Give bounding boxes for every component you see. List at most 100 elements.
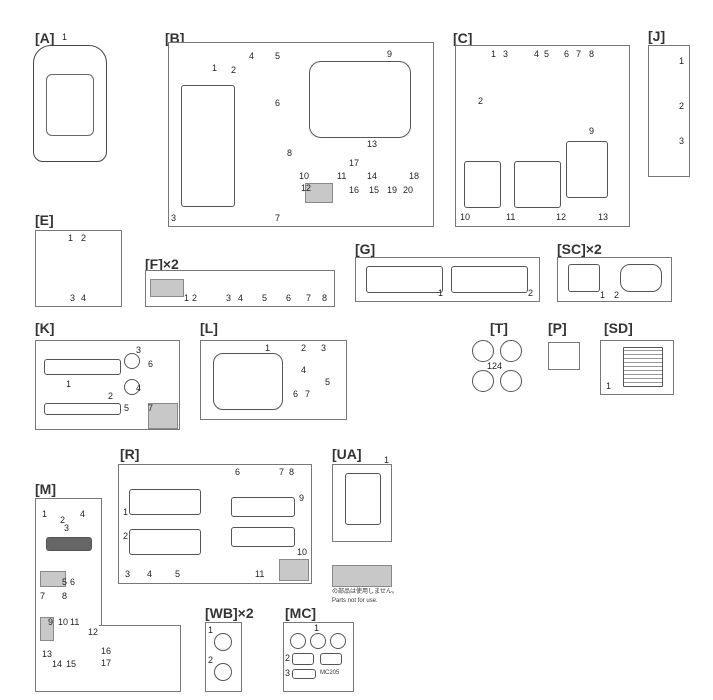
sprue-c-frame: 1 2 3 4 5 6 7 8 9 10 11 12 13	[455, 45, 630, 227]
part-number: 9	[299, 493, 305, 503]
window-part	[129, 489, 201, 515]
unused-part	[40, 617, 54, 641]
seat-part	[568, 264, 600, 292]
unused-part-legend-swatch	[332, 565, 392, 587]
part-number: 6	[293, 389, 299, 399]
sprue-e-frame: 1 2 3 4	[35, 230, 122, 307]
sprue-sd-frame: 1	[600, 340, 674, 395]
plate-part	[320, 653, 342, 665]
sprue-g-frame: 1 2	[355, 257, 540, 302]
part-number: 2	[108, 391, 114, 401]
part-number: 6	[235, 467, 241, 477]
part-number: 5	[62, 577, 68, 587]
plate-marking: MC205	[320, 670, 340, 676]
sprue-mc-frame: 1 2 3 MC205	[283, 622, 354, 692]
part-number: 7	[40, 591, 46, 601]
plate-part	[292, 669, 316, 679]
part-number: 1	[491, 49, 497, 59]
part-number: 2	[285, 653, 291, 663]
part-number: 19	[387, 185, 398, 195]
part-number: 2	[528, 288, 534, 298]
part-number: 6	[564, 49, 570, 59]
sprue-ua-frame	[332, 464, 392, 542]
part-number: 7	[279, 467, 285, 477]
part-number: 13	[42, 649, 53, 659]
sprue-r-frame: 1 2 3 4 5 6 7 8 9 10 11	[118, 464, 312, 584]
part-number: 1	[123, 507, 129, 517]
sprue-j-title: [J]	[648, 28, 666, 44]
hubcap-part	[310, 633, 326, 649]
sprue-e-title: [E]	[35, 212, 54, 228]
part-number: 1	[68, 233, 74, 243]
part-number: 7	[576, 49, 582, 59]
part-number: 15	[66, 659, 77, 669]
part-number: 10	[460, 212, 471, 222]
part-number: 12	[556, 212, 567, 222]
part-number: 3	[226, 293, 232, 303]
tire-part	[472, 340, 494, 362]
sprue-p-title: [P]	[548, 320, 567, 336]
unused-part	[148, 403, 178, 429]
part-number: 13	[367, 139, 378, 149]
suspension-part	[566, 141, 608, 198]
part-number: 4	[249, 51, 255, 61]
part-number: 2	[81, 233, 87, 243]
unused-notice-en: Parts not for use.	[332, 598, 378, 604]
part-number: 1	[384, 455, 390, 465]
part-number: 12	[88, 627, 99, 637]
suspension-part	[514, 161, 561, 208]
unused-part	[40, 571, 66, 587]
part-number: 5	[325, 377, 331, 387]
part-number: 3	[285, 668, 291, 678]
part-number: 3	[125, 569, 131, 579]
part-number: 4	[136, 383, 142, 393]
part-number: 4	[147, 569, 153, 579]
part-number: 17	[349, 158, 360, 168]
wheel-part	[214, 633, 232, 651]
part-number: 10	[297, 547, 308, 557]
unused-part	[150, 279, 184, 297]
sprue-m-title: [M]	[35, 481, 56, 497]
seat-part	[620, 264, 662, 292]
part-number: 10	[58, 617, 69, 627]
part-number: 5	[275, 51, 281, 61]
sprue-g-title: [G]	[355, 241, 376, 257]
part-number: 9	[48, 617, 54, 627]
sprue-l-frame: 1 2 3 4 5 6 7	[200, 340, 347, 420]
part-number: 2	[679, 101, 685, 111]
chassis-part	[181, 85, 235, 207]
part-number: 7	[148, 403, 154, 413]
part-number: 3	[136, 345, 142, 355]
part-number: 2	[231, 65, 237, 75]
part-number: 4	[81, 293, 87, 303]
sprue-wb-frame: 1 2	[205, 622, 242, 692]
part-number: 2	[192, 293, 198, 303]
part-number: 3	[70, 293, 76, 303]
engine-part	[309, 61, 411, 138]
tire-part	[500, 370, 522, 392]
sprue-wb-title: [WB]×2	[205, 605, 254, 621]
part-number: 9	[387, 49, 393, 59]
sprue-sd-title: [SD]	[604, 320, 633, 336]
dashboard-part	[44, 359, 121, 375]
part-number: 1	[606, 381, 612, 391]
hubcap-part	[330, 633, 346, 649]
part-number: 11	[255, 569, 265, 579]
part-number: 124	[487, 361, 503, 371]
part-number: 2	[301, 343, 307, 353]
unused-notice-jp: の部品は使用しません。	[332, 589, 398, 595]
part-number: 2	[123, 531, 129, 541]
sprue-t-title: [T]	[490, 320, 508, 336]
part-number: 5	[124, 403, 130, 413]
part-number: 2	[60, 515, 66, 525]
sprue-m-frame: 1 2 3 4 5 6 7 8 9 10 11 12 13 14 15	[35, 498, 102, 692]
part-number: 8	[589, 49, 595, 59]
part-number: 2	[478, 96, 484, 106]
window-part	[129, 529, 201, 555]
part-number: 16	[101, 646, 112, 656]
sprue-k-frame: 1 2 3 4 5 6 7	[35, 340, 180, 430]
part-number: 8	[287, 148, 293, 158]
part-number: 5	[544, 49, 550, 59]
unused-part	[279, 559, 309, 581]
part-number: 7	[275, 213, 281, 223]
